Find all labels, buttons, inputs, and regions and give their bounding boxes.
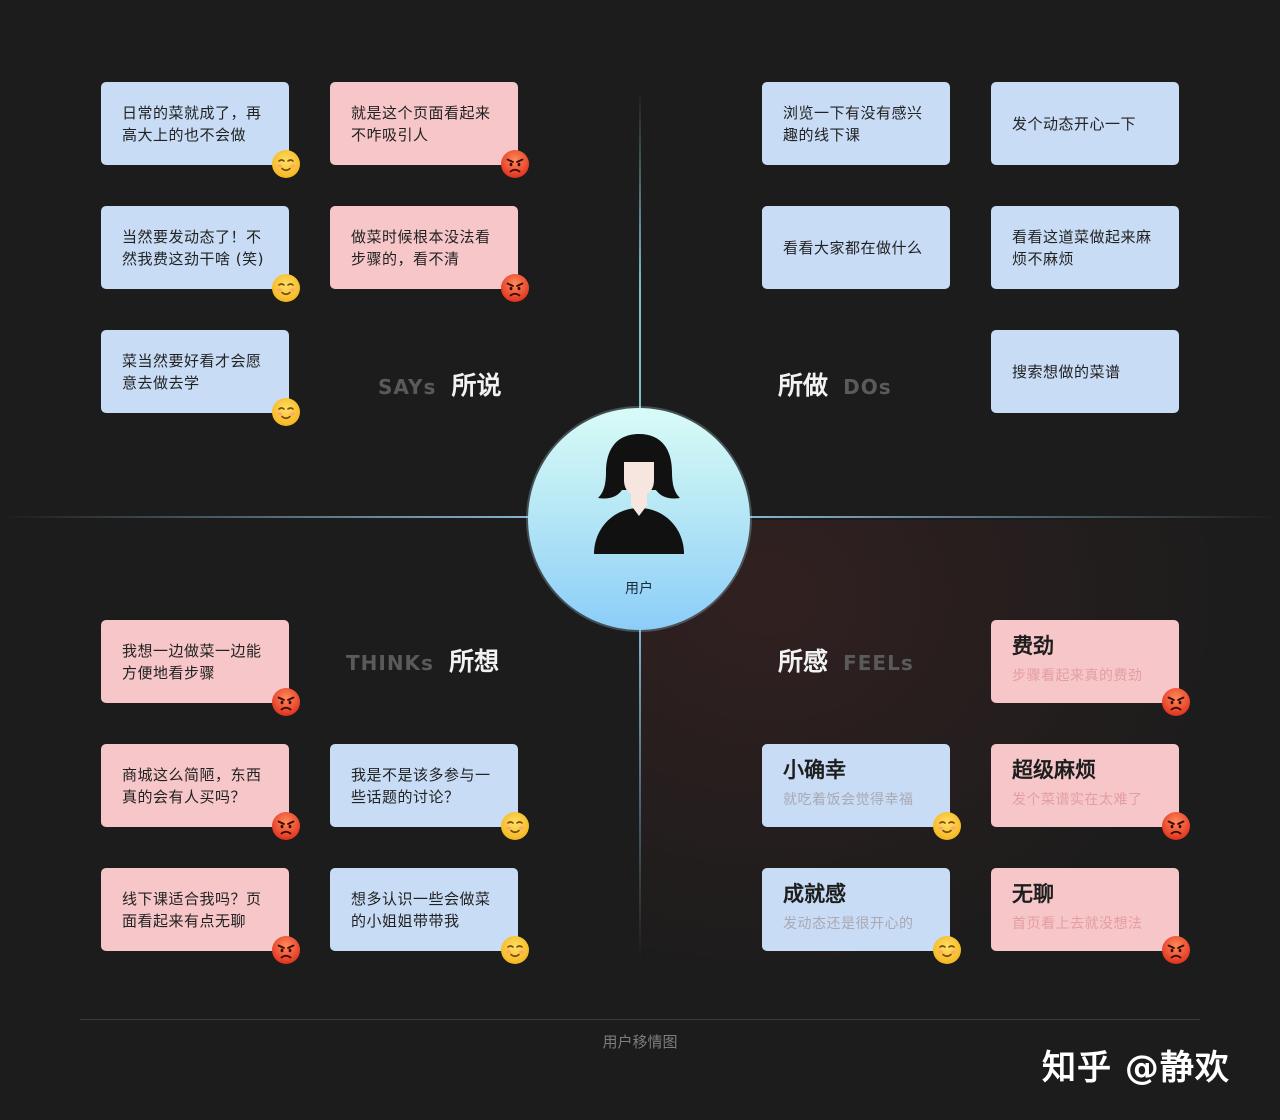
thinks-card-text: 我是不是该多参与一些话题的讨论？ — [351, 766, 491, 806]
feels-card: 小确幸 就吃着饭会觉得幸福 — [762, 744, 950, 827]
thinks-card-text: 想多认识一些会做菜的小姐姐带带我 — [351, 890, 491, 930]
axis-horizontal-right — [740, 516, 1280, 518]
feels-card: 成就感 发动态还是很开心的 — [762, 868, 950, 951]
dos-card: 搜索想做的菜谱 — [991, 330, 1179, 413]
user-avatar-icon — [594, 434, 684, 554]
happy-emoji-icon — [932, 935, 962, 965]
says-label-zh: 所说 — [451, 371, 502, 400]
axis-vertical-bottom — [639, 620, 641, 960]
dos-card: 看看大家都在做什么 — [762, 206, 950, 289]
thinks-card: 我想一边做菜一边能方便地看步骤 — [101, 620, 289, 703]
user-center-node: 用户 — [528, 408, 750, 630]
says-card-text: 当然要发动态了！不然我费这劲干啥 (笑) — [122, 228, 264, 268]
zhihu-watermark: 知乎 @静欢 — [1042, 1048, 1230, 1088]
dos-card: 发个动态开心一下 — [991, 82, 1179, 165]
thinks-card: 线下课适合我吗？页面看起来有点无聊 — [101, 868, 289, 951]
axis-horizontal-left — [0, 516, 540, 518]
thinks-card-text: 我想一边做菜一边能方便地看步骤 — [122, 642, 262, 682]
feels-card-title: 成就感 — [783, 882, 846, 906]
feels-card-subtitle: 首页看上去就没想法 — [1012, 916, 1143, 932]
says-card-text: 菜当然要好看才会愿意去做去学 — [122, 352, 262, 392]
says-card: 当然要发动态了！不然我费这劲干啥 (笑) — [101, 206, 289, 289]
happy-emoji-icon — [271, 149, 301, 179]
thinks-card: 商城这么简陋，东西真的会有人买吗？ — [101, 744, 289, 827]
says-card: 就是这个页面看起来不咋吸引人 — [330, 82, 518, 165]
dos-card-text: 看看这道菜做起来麻烦不麻烦 — [1012, 228, 1152, 268]
thinks-card-text: 线下课适合我吗？页面看起来有点无聊 — [122, 890, 262, 930]
thinks-label-zh: 所想 — [449, 647, 500, 676]
feels-card-title: 小确幸 — [783, 758, 846, 782]
dos-card-text: 发个动态开心一下 — [1012, 115, 1137, 133]
feels-quadrant-label: 所感 FEELs — [778, 642, 914, 678]
angry-emoji-icon — [1161, 811, 1191, 841]
says-card: 做菜时候根本没法看步骤的，看不清 — [330, 206, 518, 289]
feels-card-subtitle: 发个菜谱实在太难了 — [1012, 792, 1143, 808]
dos-label-zh: 所做 — [778, 371, 829, 400]
feels-card-subtitle: 步骤看起来真的费劲 — [1012, 668, 1143, 684]
thinks-card: 我是不是该多参与一些话题的讨论？ — [330, 744, 518, 827]
dos-label-en: DOs — [843, 375, 892, 399]
user-label: 用户 — [625, 581, 653, 597]
says-quadrant-label: SAYs 所说 — [378, 366, 501, 402]
angry-emoji-icon — [1161, 687, 1191, 717]
happy-emoji-icon — [271, 273, 301, 303]
feels-card: 费劲 步骤看起来真的费劲 — [991, 620, 1179, 703]
figure-caption: 用户移情图 — [602, 1033, 678, 1051]
bottom-divider — [80, 1019, 1200, 1020]
thinks-card-text: 商城这么简陋，东西真的会有人买吗？ — [122, 766, 262, 806]
dos-card-text: 搜索想做的菜谱 — [1012, 363, 1121, 381]
angry-emoji-icon — [271, 687, 301, 717]
angry-emoji-icon — [271, 811, 301, 841]
feels-card-title: 无聊 — [1012, 882, 1054, 906]
says-card-text: 就是这个页面看起来不咋吸引人 — [351, 104, 491, 144]
says-card: 日常的菜就成了，再高大上的也不会做 — [101, 82, 289, 165]
angry-emoji-icon — [1161, 935, 1191, 965]
says-card-text: 做菜时候根本没法看步骤的，看不清 — [351, 228, 491, 268]
dos-card: 浏览一下有没有感兴趣的线下课 — [762, 82, 950, 165]
angry-emoji-icon — [500, 149, 530, 179]
feels-label-zh: 所感 — [778, 647, 829, 676]
dos-card-text: 浏览一下有没有感兴趣的线下课 — [783, 104, 923, 144]
happy-emoji-icon — [500, 935, 530, 965]
feels-card: 超级麻烦 发个菜谱实在太难了 — [991, 744, 1179, 827]
says-card: 菜当然要好看才会愿意去做去学 — [101, 330, 289, 413]
says-label-en: SAYs — [378, 375, 437, 399]
happy-emoji-icon — [500, 811, 530, 841]
dos-card-text: 看看大家都在做什么 — [783, 239, 923, 257]
thinks-card: 想多认识一些会做菜的小姐姐带带我 — [330, 868, 518, 951]
angry-emoji-icon — [500, 273, 530, 303]
feels-card-subtitle: 就吃着饭会觉得幸福 — [783, 792, 914, 808]
feels-card-title: 费劲 — [1012, 634, 1054, 658]
thinks-label-en: THINKs — [346, 651, 434, 675]
thinks-quadrant-label: THINKs 所想 — [346, 642, 499, 678]
angry-emoji-icon — [271, 935, 301, 965]
happy-emoji-icon — [932, 811, 962, 841]
feels-card-title: 超级麻烦 — [1012, 758, 1096, 782]
feels-label-en: FEELs — [843, 651, 914, 675]
says-card-text: 日常的菜就成了，再高大上的也不会做 — [122, 104, 262, 144]
feels-card: 无聊 首页看上去就没想法 — [991, 868, 1179, 951]
dos-quadrant-label: 所做 DOs — [778, 366, 892, 402]
axis-vertical-top — [639, 90, 641, 420]
dos-card: 看看这道菜做起来麻烦不麻烦 — [991, 206, 1179, 289]
happy-emoji-icon — [271, 397, 301, 427]
feels-card-subtitle: 发动态还是很开心的 — [783, 916, 914, 932]
